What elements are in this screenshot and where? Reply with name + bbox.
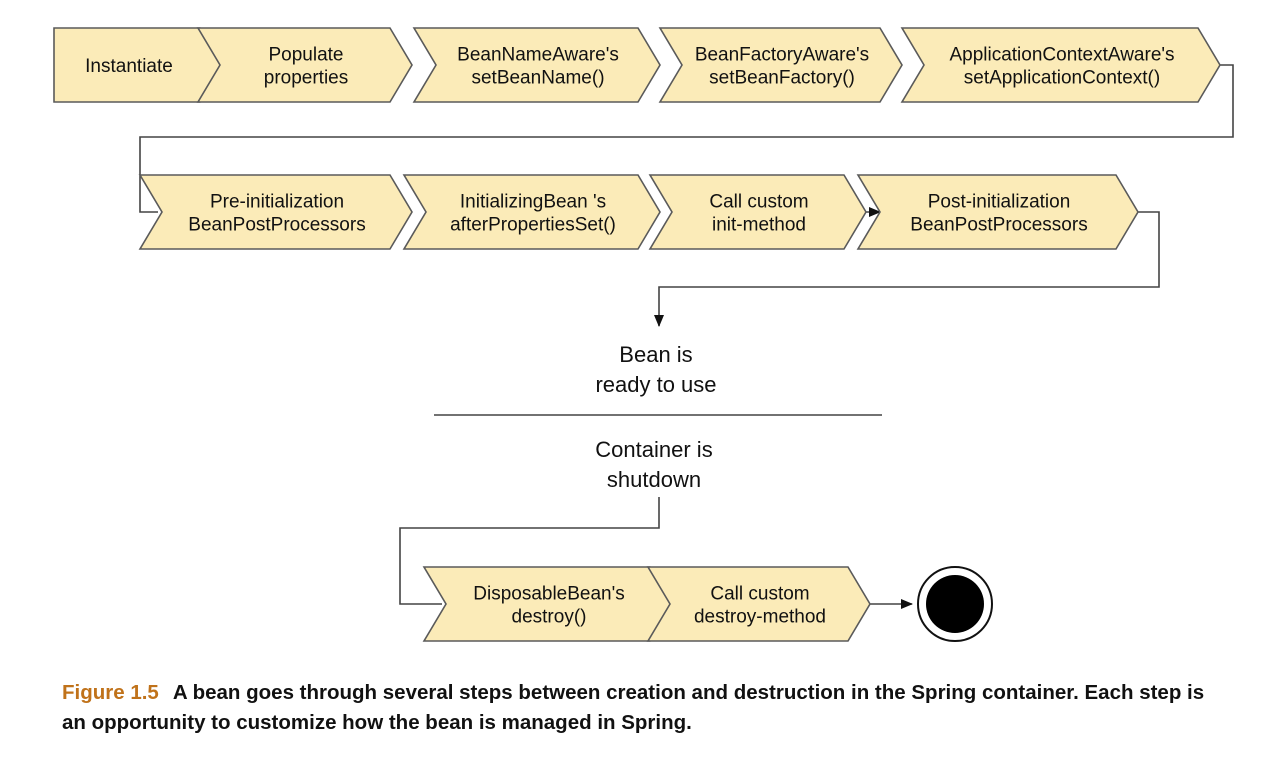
ready-to-use-label-line: ready to use	[595, 372, 716, 397]
step-label: Populate	[268, 45, 343, 66]
step-label: setApplicationContext()	[964, 68, 1160, 89]
step-shape	[412, 27, 661, 103]
step-label: BeanPostProcessors	[188, 215, 365, 236]
step-label: Instantiate	[85, 56, 173, 77]
final-state-icon	[917, 566, 993, 642]
step-label: BeanPostProcessors	[910, 215, 1087, 236]
lifecycle-steps: InstantiatePopulatepropertiesBeanNameAwa…	[53, 27, 1221, 642]
step-shape	[646, 566, 871, 642]
step-shape	[658, 27, 903, 103]
step-label: setBeanFactory()	[709, 68, 855, 89]
step-label: InitializingBean 's	[460, 192, 606, 213]
final-state-dot	[926, 575, 984, 633]
step-shape	[138, 174, 413, 250]
step-shape	[196, 27, 413, 103]
connector-row1-to-row2	[139, 64, 1234, 213]
figure-number: Figure 1.5	[62, 681, 159, 704]
step-label: BeanNameAware's	[457, 45, 619, 66]
figure-caption-text: A bean goes through several steps betwee…	[62, 681, 1205, 734]
container-shutdown-label-line: Container is	[595, 437, 712, 462]
ready-to-use-label-line: Bean is	[619, 342, 692, 367]
connector-to-disposable	[399, 497, 660, 605]
connectors	[139, 64, 1234, 609]
step-label: destroy-method	[694, 607, 826, 628]
step-shape	[856, 174, 1139, 250]
step-label: DisposableBean's	[473, 584, 625, 605]
ready-to-use-label: Bean is ready to use	[595, 342, 716, 397]
step-label: afterPropertiesSet()	[450, 215, 616, 236]
step-label: properties	[264, 68, 349, 89]
step-shape	[900, 27, 1221, 103]
step-instantiate: Instantiate	[53, 27, 223, 103]
connector-to-ready	[654, 211, 1160, 327]
step-label: init-method	[712, 215, 806, 236]
step-label: BeanFactoryAware's	[695, 45, 869, 66]
container-shutdown-label: Container is shutdown	[595, 437, 712, 492]
container-shutdown-label-line: shutdown	[607, 467, 701, 492]
step-label: ApplicationContextAware's	[949, 45, 1174, 66]
step-label: Pre-initialization	[210, 192, 344, 213]
step-label: destroy()	[512, 607, 587, 628]
step-label: Post-initialization	[928, 192, 1071, 213]
step-label: setBeanName()	[471, 68, 604, 89]
step-shape	[402, 174, 661, 250]
step-label: Call custom	[710, 584, 809, 605]
step-shape	[648, 174, 867, 250]
step-label: Call custom	[709, 192, 808, 213]
step-applicationcontextaware-s-setapplicationcontext: ApplicationContextAware'ssetApplicationC…	[900, 27, 1221, 103]
